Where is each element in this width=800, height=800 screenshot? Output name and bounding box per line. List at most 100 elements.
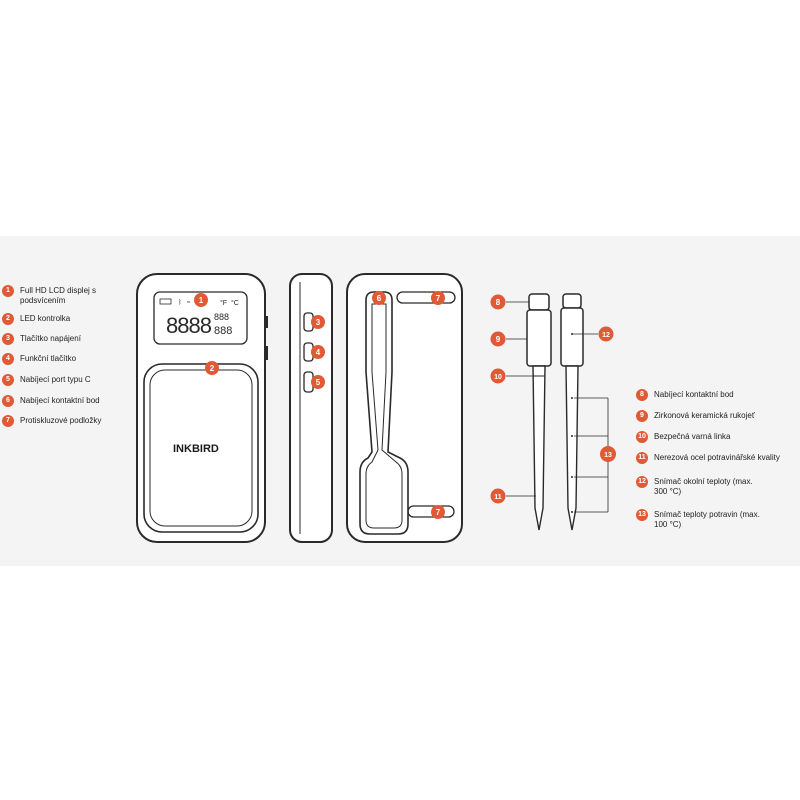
callout-7-top: [431, 291, 445, 305]
legend-item-2: 2 LED kontrolka: [2, 313, 70, 325]
callout-6: [372, 291, 386, 305]
legend-text: Nerezová ocel potravinářské kvality: [654, 453, 780, 462]
legend-text: Protiskluzové podložky: [20, 416, 102, 425]
legend-item-11: 11 Nerezová ocel potravinářské kvality: [636, 452, 780, 464]
probe-right: 12 13: [560, 293, 616, 531]
legend-badge: 1: [2, 285, 14, 297]
probe-left-contact: [528, 293, 550, 311]
device-side-body: [289, 273, 333, 543]
callout-7-bottom-label: 7: [436, 508, 441, 517]
legend-item-6: 6 Nabíjecí kontaktní bod: [2, 395, 100, 407]
legend-text: Zirkonová keramická rukojeť: [654, 411, 755, 420]
callout-10: [490, 368, 506, 384]
callout-13-label: 13: [604, 452, 612, 459]
legend-text: Snímač okolní teploty (max. 300 °C): [654, 477, 753, 496]
wifi-icon: ≈: [187, 300, 191, 306]
probe-left-handle: [526, 309, 552, 367]
legend-badge: 12: [636, 476, 648, 488]
legend-item-1: 1 Full HD LCD displej s podsvícením: [2, 285, 142, 306]
callout-12-label: 12: [602, 332, 610, 339]
legend-item-12: 12 Snímač okolní teploty (max. 300 °C): [636, 476, 754, 497]
callout-4-label: 4: [316, 348, 321, 357]
callout-3: [311, 315, 325, 329]
battery-icon: [159, 298, 172, 305]
legend-badge: 6: [2, 395, 14, 407]
callout-7-top-label: 7: [436, 294, 441, 303]
sensor-dot: [571, 397, 573, 399]
probe-recess-inner: [365, 303, 403, 529]
probe-right-contact: [562, 293, 582, 309]
callout-5: [311, 375, 325, 389]
legend-item-10: 10 Bezpečná varná linka: [636, 431, 731, 443]
callout-3-label: 3: [316, 318, 321, 327]
legend-text: Nabíjecí kontaktní bod: [654, 390, 734, 399]
callout-6-label: 6: [377, 294, 382, 303]
probe-bay-inner: [149, 369, 253, 527]
callout-7-bottom: [431, 505, 445, 519]
legend-badge: 2: [2, 313, 14, 325]
lcd-unit-f: °F: [220, 299, 227, 307]
lcd-small-digits-1: 888: [214, 312, 229, 322]
legend-text: LED kontrolka: [20, 314, 71, 323]
lcd-small-digits-2: 888: [214, 325, 232, 337]
legend-text: Full HD LCD displej s podsvícením: [20, 286, 97, 305]
callout-4: [311, 345, 325, 359]
probe-right-handle: [560, 307, 584, 367]
legend-badge: 3: [2, 333, 14, 345]
legend-item-8: 8 Nabíjecí kontaktní bod: [636, 389, 734, 401]
legend-badge: 9: [636, 410, 648, 422]
legend-text: Bezpečná varná linka: [654, 432, 731, 441]
legend-text: Funkční tlačítko: [20, 354, 77, 363]
callout-11-label: 11: [494, 494, 502, 501]
callout-8-label: 8: [496, 298, 501, 307]
legend-item-9: 9 Zirkonová keramická rukojeť: [636, 410, 755, 422]
brand-logo: INKBIRD: [173, 443, 219, 455]
legend-badge: 11: [636, 452, 648, 464]
callout-13: [600, 446, 616, 462]
legend-badge: 10: [636, 431, 648, 443]
legend-item-13: 13 Snímač teploty potravin (max. 100 °C): [636, 509, 774, 530]
legend-badge: 7: [2, 415, 14, 427]
probe-recess: [359, 291, 409, 535]
callout-11: [490, 488, 506, 504]
callout-9-label: 9: [496, 335, 501, 344]
side-button-bottom: [265, 346, 268, 360]
legend-badge: 8: [636, 389, 648, 401]
side-button-top: [265, 316, 268, 328]
legend-badge: 4: [2, 353, 14, 365]
callout-5-label: 5: [316, 378, 321, 387]
callout-1: [194, 293, 208, 307]
sensor-dot: [571, 476, 573, 478]
antislip-pad-top: [396, 291, 456, 304]
lcd-display: [153, 291, 248, 345]
callout-9: [490, 331, 506, 347]
legend-item-5: 5 Nabíjecí port typu C: [2, 374, 91, 386]
probe-right-shaft: [565, 365, 579, 531]
callout-8: [490, 294, 506, 310]
legend-text: Snímač teploty potravin (max. 100 °C): [654, 510, 760, 529]
sensor-dot: [571, 435, 573, 437]
device-front: ᛒ ≈ °F °C 8888 888 888 INKBIRD 1 2: [136, 273, 268, 543]
legend-badge: 13: [636, 509, 648, 521]
sensor-dot: [571, 511, 573, 513]
device-back-body: [346, 273, 463, 543]
legend-text: Nabíjecí kontaktní bod: [20, 396, 100, 405]
bluetooth-icon: ᛒ: [178, 299, 182, 306]
callout-10-label: 10: [494, 374, 502, 381]
device-back: 6 7 7: [346, 273, 463, 543]
device-side: 3 4 5: [289, 273, 333, 543]
callout-12: [598, 326, 614, 342]
probe-bay: [143, 363, 259, 533]
callout-1-label: 1: [199, 296, 204, 305]
legend-badge: 5: [2, 374, 14, 386]
lcd-main-digits: 8888: [166, 313, 212, 338]
legend-text: Tlačítko napájení: [20, 334, 81, 343]
probe-left-shaft: [532, 365, 546, 531]
callout-2: [205, 361, 219, 375]
legend-item-4: 4 Funkční tlačítko: [2, 353, 76, 365]
legend-item-3: 3 Tlačítko napájení: [2, 333, 81, 345]
legend-item-7: 7 Protiskluzové podložky: [2, 415, 101, 427]
legend-text: Nabíjecí port typu C: [20, 375, 91, 384]
probe-left: 8 9 10 11: [490, 293, 552, 531]
